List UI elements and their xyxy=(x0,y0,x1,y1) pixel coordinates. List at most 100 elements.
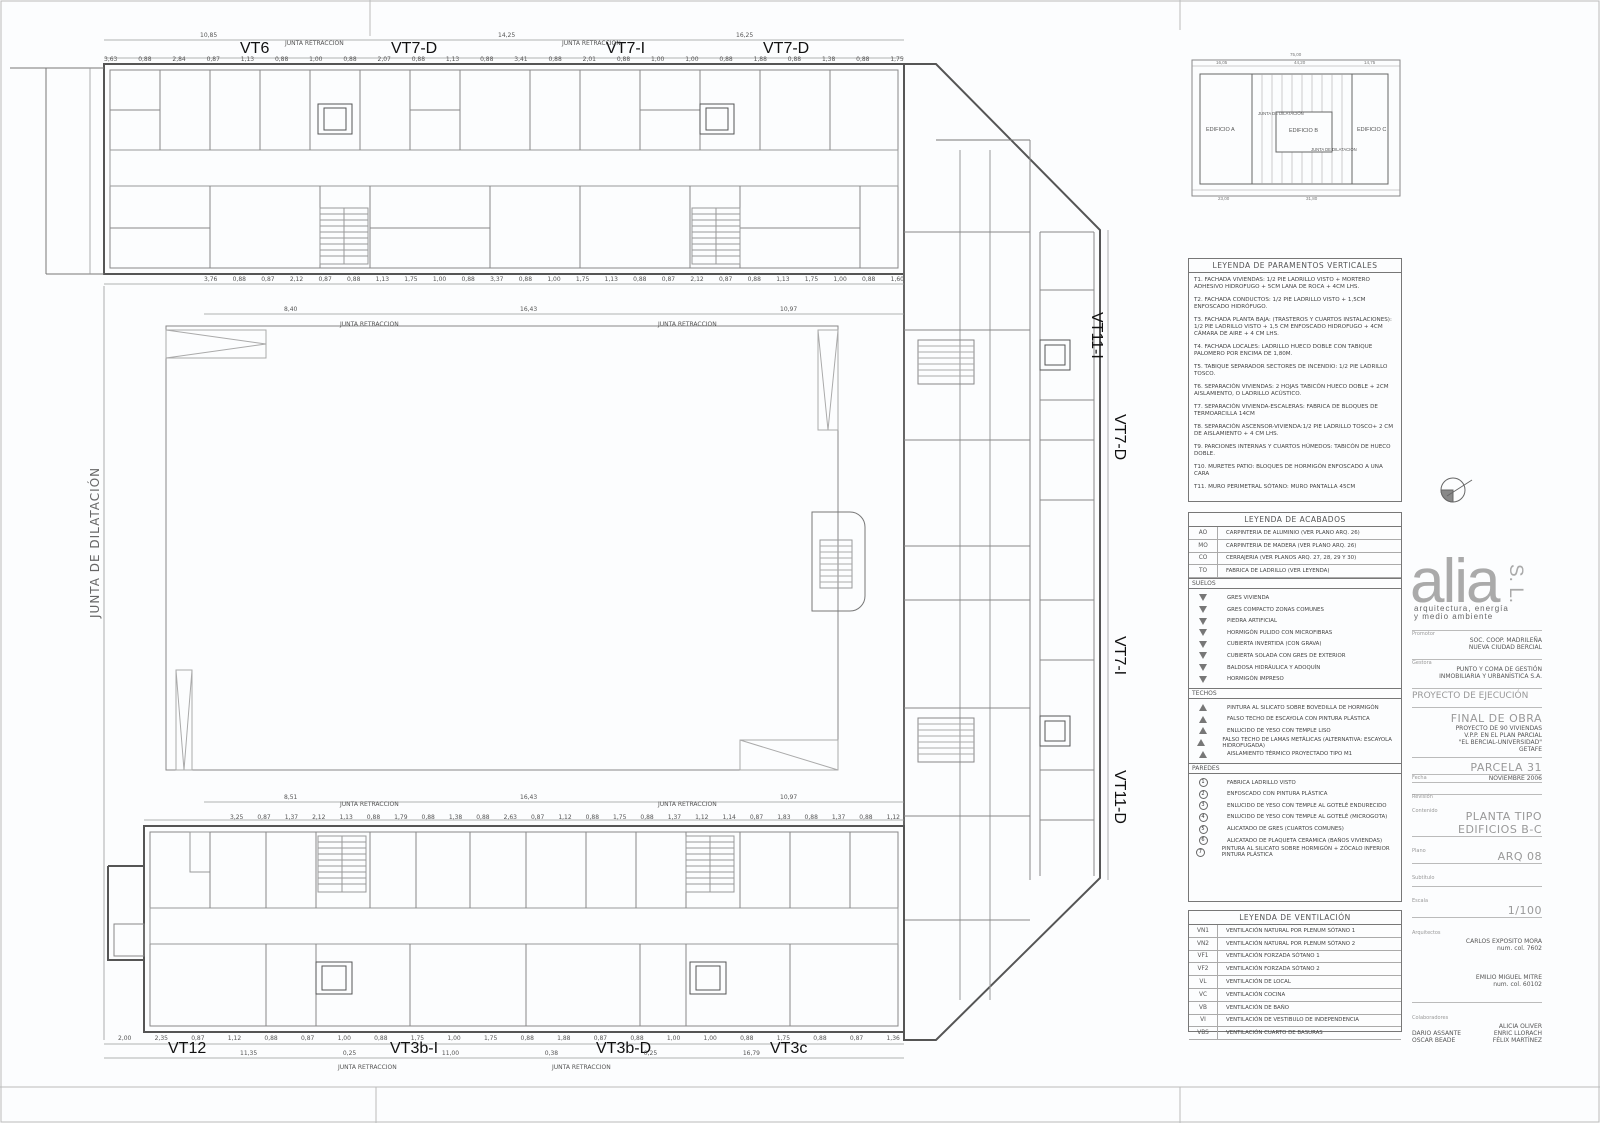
dim-top-18: 0,88 xyxy=(719,56,733,63)
key-plan-dim-c: 14,75 xyxy=(1364,60,1376,65)
dim-bottom-overall-4: 0,25 xyxy=(643,1050,658,1057)
dim-top-overall-1: 10,85 xyxy=(200,32,218,39)
unit-label-vt12: VT12 xyxy=(168,1040,207,1057)
dim-lower-top-14: 1,75 xyxy=(613,814,627,821)
architect-2-col: num. col. 60102 xyxy=(1493,981,1542,988)
ventilation-code: VI xyxy=(1189,1014,1218,1027)
dim-lower-top-2: 1,37 xyxy=(284,814,299,821)
legend-ventilation-title: LEYENDA DE VENTILACIÓN xyxy=(1189,911,1401,925)
ceiling-finish-item: FALSO TECHO DE ESCAYOLA CON PINTURA PLÁS… xyxy=(1189,714,1401,726)
ceiling-symbol-icon xyxy=(1199,715,1207,723)
floor-finish-item: PIEDRA ARTIFICIAL xyxy=(1189,615,1401,627)
ceiling-finish-item: FALSO TECHO DE LAMAS METÁLICAS (ALTERNAT… xyxy=(1189,737,1401,749)
dim-upper-bottom-24: 1,60 xyxy=(890,276,904,283)
unit-label-vt3c: VT3c xyxy=(770,1040,808,1057)
manager-2: INMOBILIARIA Y URBANÍSTICA S.A. xyxy=(1439,673,1542,680)
legend-walls-title: PAREDES xyxy=(1189,762,1401,774)
dim-upper-bottom-8: 1,00 xyxy=(432,276,447,283)
dim-bottom-12: 1,88 xyxy=(557,1035,571,1042)
unit-label-vt7d-right: VT7-D xyxy=(1111,414,1128,461)
dim-upper-bottom-0: 3,76 xyxy=(204,276,218,283)
floor-finish-desc: HORMIGÓN PULIDO CON MICROFIBRAS xyxy=(1227,629,1333,636)
key-plan-dim-overall: 75,00 xyxy=(1290,52,1302,57)
floor-finish-item: GRES COMPACTO ZONAS COMUNES xyxy=(1189,604,1401,616)
ventilation-desc: VENTILACIÓN DE BAÑO xyxy=(1226,1004,1290,1011)
ventilation-code: VL xyxy=(1189,976,1218,988)
dim-bottom-overall-2: 11,00 xyxy=(441,1050,460,1057)
retraction-joint-label-7: JUNTA RETRACCION xyxy=(338,1064,397,1071)
dim-upper-bottom-12: 1,00 xyxy=(547,276,561,283)
wall-finish-desc: ALICATADO DE GRES (CUARTOS COMUNES) xyxy=(1227,826,1344,833)
unit-label-vt6: VT6 xyxy=(240,40,270,57)
dim-top-15: 0,88 xyxy=(616,56,631,63)
unit-label-vt11d: VT11-D xyxy=(1111,770,1128,824)
floor-symbol-icon xyxy=(1199,664,1207,672)
wall-finish-desc: ENFOSCADO CON PINTURA PLÁSTICA xyxy=(1227,791,1328,798)
scale-label: Escala xyxy=(1412,898,1429,904)
dim-bottom-19: 0,88 xyxy=(813,1035,827,1042)
floor-finish-item: CUBIERTA SOLADA CON GRES DE EXTERIOR xyxy=(1189,650,1401,662)
collaborator-2b: ENRIC LLORACH xyxy=(1493,1030,1542,1037)
retraction-joint-label-4: JUNTA RETRACCION xyxy=(658,321,717,328)
legend-ceilings-title: TECHOS xyxy=(1189,687,1401,699)
dim-upper-bottom-7: 1,75 xyxy=(404,276,418,283)
floor-finish-desc: GRES VIVIENDA xyxy=(1227,594,1270,601)
wall-type-4: T4. FACHADA LOCALES: LADRILLO HUECO DOBL… xyxy=(1194,344,1373,357)
promoter-label: Promotor xyxy=(1412,631,1435,637)
scale-value: 1/100 xyxy=(1507,904,1542,917)
architect-2: EMILIO MIGUEL MITRE xyxy=(1475,974,1542,981)
key-plan-dim-bottom-1: 23,00 xyxy=(1218,196,1230,201)
ventilation-code: VBS xyxy=(1189,1027,1218,1040)
sheet-number: ARQ 08 xyxy=(1497,850,1542,863)
retraction-joint-label-6: JUNTA RETRACCION xyxy=(658,801,717,808)
project-phase: PROYECTO DE EJECUCIÓN xyxy=(1412,691,1529,701)
dim-upper-bottom-9: 0,88 xyxy=(461,276,475,283)
expansion-joint-label: JUNTA DE DILATACIÓN xyxy=(88,466,102,618)
dim-bottom-18: 1,75 xyxy=(776,1035,791,1042)
dim-bottom-7: 0,88 xyxy=(374,1035,388,1042)
dim-lower-top-13: 0,88 xyxy=(585,814,600,821)
ceiling-finish-desc: PINTURA AL SILICATO SOBRE BOVEDILLA DE H… xyxy=(1227,704,1379,711)
dim-top-17: 1,00 xyxy=(685,56,699,63)
architect-1: CARLOS EXPOSITO MORA xyxy=(1465,938,1542,945)
title-block: Promotor SOC. COOP. MADRILEÑA NUEVA CIUD… xyxy=(1412,630,1542,1044)
dim-bottom-3: 1,12 xyxy=(227,1035,242,1042)
legend-floors-title: SUELOS xyxy=(1189,578,1401,590)
dim-top-20: 0,88 xyxy=(787,56,802,63)
floor-finish-item: BALDOSA HIDRÁULICA Y ADOQUÍN xyxy=(1189,662,1401,674)
dim-top-23: 1,75 xyxy=(890,56,904,63)
unit-label-vt3bi: VT3b-I xyxy=(390,1040,439,1057)
retraction-joint-label-3: JUNTA RETRACCION xyxy=(340,321,399,328)
dim-bottom-2: 0,87 xyxy=(191,1035,205,1042)
dim-top-5: 0,88 xyxy=(274,56,289,63)
dim-top-8: 2,07 xyxy=(377,56,391,63)
dim-bottom-0: 2,00 xyxy=(118,1035,132,1042)
dim-top-13: 0,88 xyxy=(548,56,562,63)
date-value: NOVIEMBRE 2006 xyxy=(1488,775,1542,782)
floor-symbol-icon xyxy=(1199,629,1207,637)
dim-upper-bottom-18: 0,87 xyxy=(718,276,733,283)
dim-bottom-overall-5: 16,79 xyxy=(742,1050,760,1057)
wall-type-7: T7. SEPARACIÓN VIVIENDA-ESCALERAS: FABRI… xyxy=(1194,404,1378,417)
unit-label-vt7i-right: VT7-I xyxy=(1111,636,1128,676)
finish-code: TO xyxy=(1189,565,1218,578)
floor-finish-desc: BALDOSA HIDRÁULICA Y ADOQUÍN xyxy=(1227,664,1321,671)
wall-finish-desc: FABRICA LADRILLO VISTO xyxy=(1227,779,1296,786)
dim-upper-bottom-1: 0,88 xyxy=(232,276,246,283)
dim-upper-bottom-5: 0,88 xyxy=(347,276,361,283)
finish-desc: CARPINTERIA DE MADERA (VER PLANO ARQ. 26… xyxy=(1226,542,1357,549)
dim-bottom-13: 0,87 xyxy=(593,1035,608,1042)
dim-courtyard-top-3: 10,97 xyxy=(780,306,798,313)
